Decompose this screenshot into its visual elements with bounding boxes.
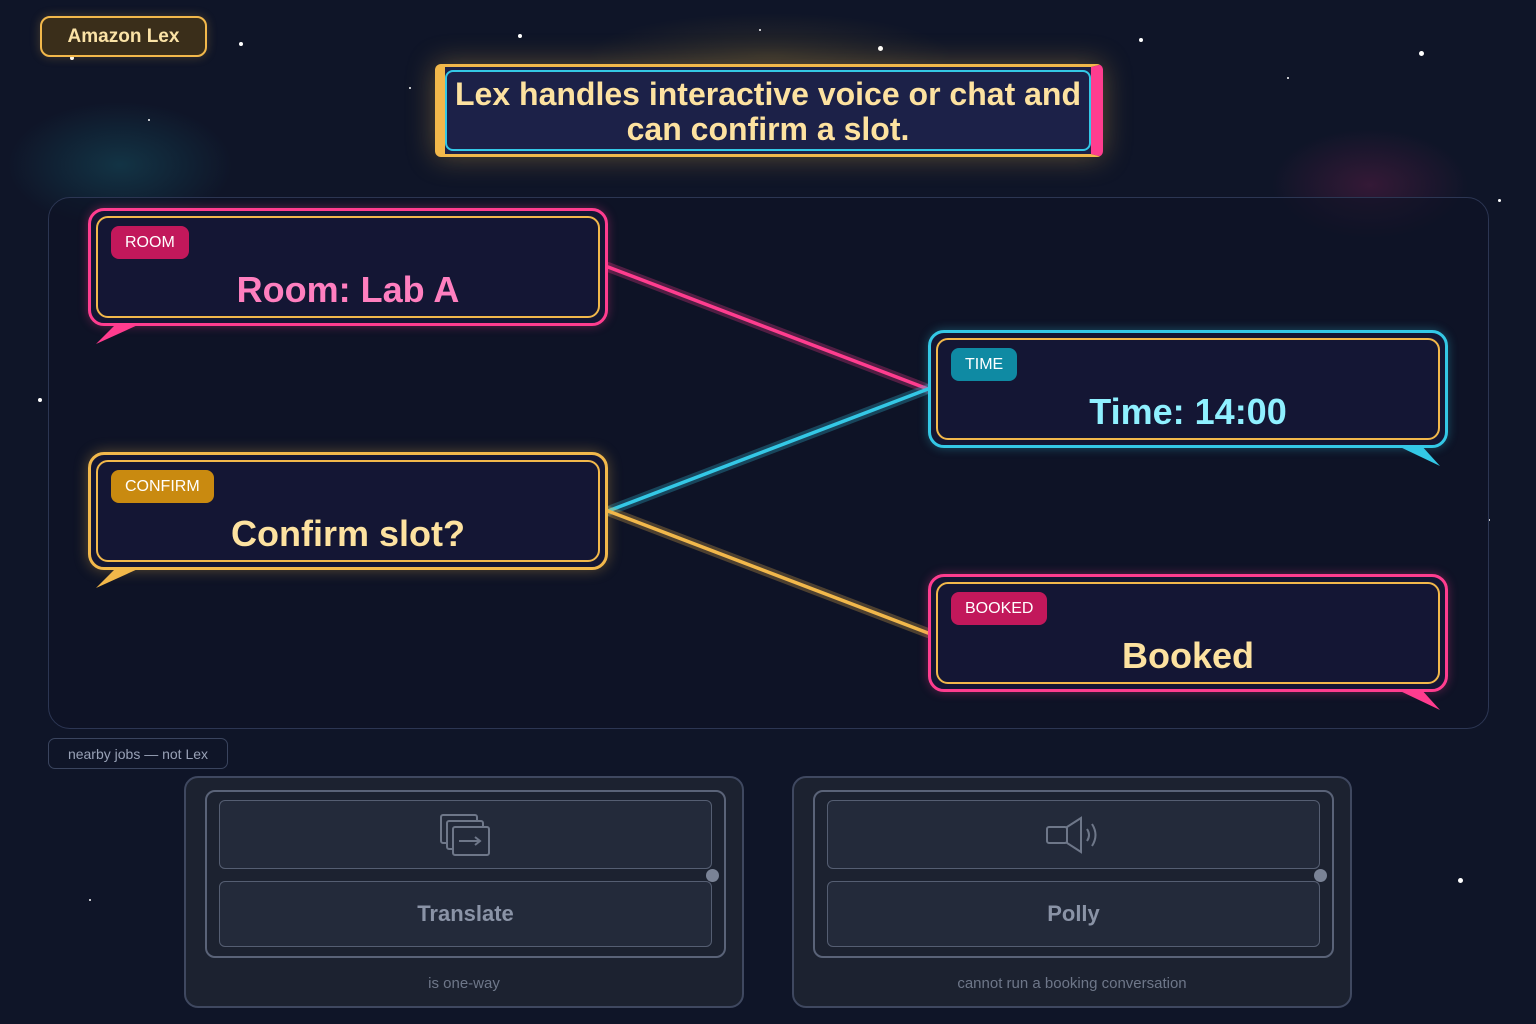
time-bubble-tail bbox=[1398, 444, 1440, 466]
brand-badge: Amazon Lex bbox=[40, 16, 207, 57]
slides-stack-icon bbox=[439, 813, 490, 856]
card-frame: Translate bbox=[205, 790, 726, 958]
node-booked-text: Booked bbox=[1121, 635, 1254, 676]
node-room-tag: ROOM bbox=[111, 226, 189, 259]
speaker-icon bbox=[1045, 815, 1096, 854]
node-booked: BOOKED Booked bbox=[928, 574, 1448, 692]
node-room-text: Room: Lab A bbox=[236, 269, 460, 310]
distractor-caption: nearby jobs — not Lex bbox=[48, 738, 228, 769]
card-label: Translate bbox=[219, 881, 712, 947]
node-time: TIME Time: 14:00 bbox=[928, 330, 1448, 448]
headline-banner: Lex handles interactive voice or chat an… bbox=[435, 64, 1103, 157]
room-bubble-tail bbox=[96, 322, 140, 344]
node-booked-tag: BOOKED bbox=[951, 592, 1048, 625]
node-confirm-tag: CONFIRM bbox=[111, 470, 214, 503]
node-confirm-inner bbox=[96, 460, 600, 562]
node-time-text: Time: 14:00 bbox=[1089, 391, 1287, 432]
card-label: Polly bbox=[827, 881, 1320, 947]
card-icon-area bbox=[827, 800, 1320, 869]
node-confirm: CONFIRM Confirm slot? bbox=[88, 452, 608, 570]
distractor-card-translate: Translate is one-way bbox=[184, 776, 744, 1008]
card-frame: Polly bbox=[813, 790, 1334, 958]
headline-text: Lex handles interactive voice or chat an… bbox=[455, 75, 1081, 147]
headline-inner-frame bbox=[445, 70, 1091, 151]
distractor-card-polly: Polly cannot run a booking conversation bbox=[792, 776, 1352, 1008]
confirm-bubble-tail bbox=[96, 566, 140, 588]
card-note: is one-way bbox=[428, 975, 500, 992]
node-booked-inner bbox=[936, 582, 1440, 684]
node-room-inner bbox=[96, 216, 600, 318]
card-connector-dot bbox=[706, 869, 719, 882]
node-time-tag: TIME bbox=[951, 348, 1018, 381]
node-room: ROOM Room: Lab A bbox=[88, 208, 608, 326]
booked-bubble-tail bbox=[1398, 688, 1440, 710]
card-icon-area bbox=[219, 800, 712, 869]
card-connector-dot bbox=[1314, 869, 1327, 882]
link-room-time bbox=[606, 265, 930, 391]
link-confirm-time bbox=[606, 387, 930, 513]
node-time-inner bbox=[936, 338, 1440, 440]
link-confirm-booked bbox=[606, 509, 930, 635]
card-note: cannot run a booking conversation bbox=[957, 975, 1187, 992]
node-confirm-text: Confirm slot? bbox=[231, 513, 465, 554]
